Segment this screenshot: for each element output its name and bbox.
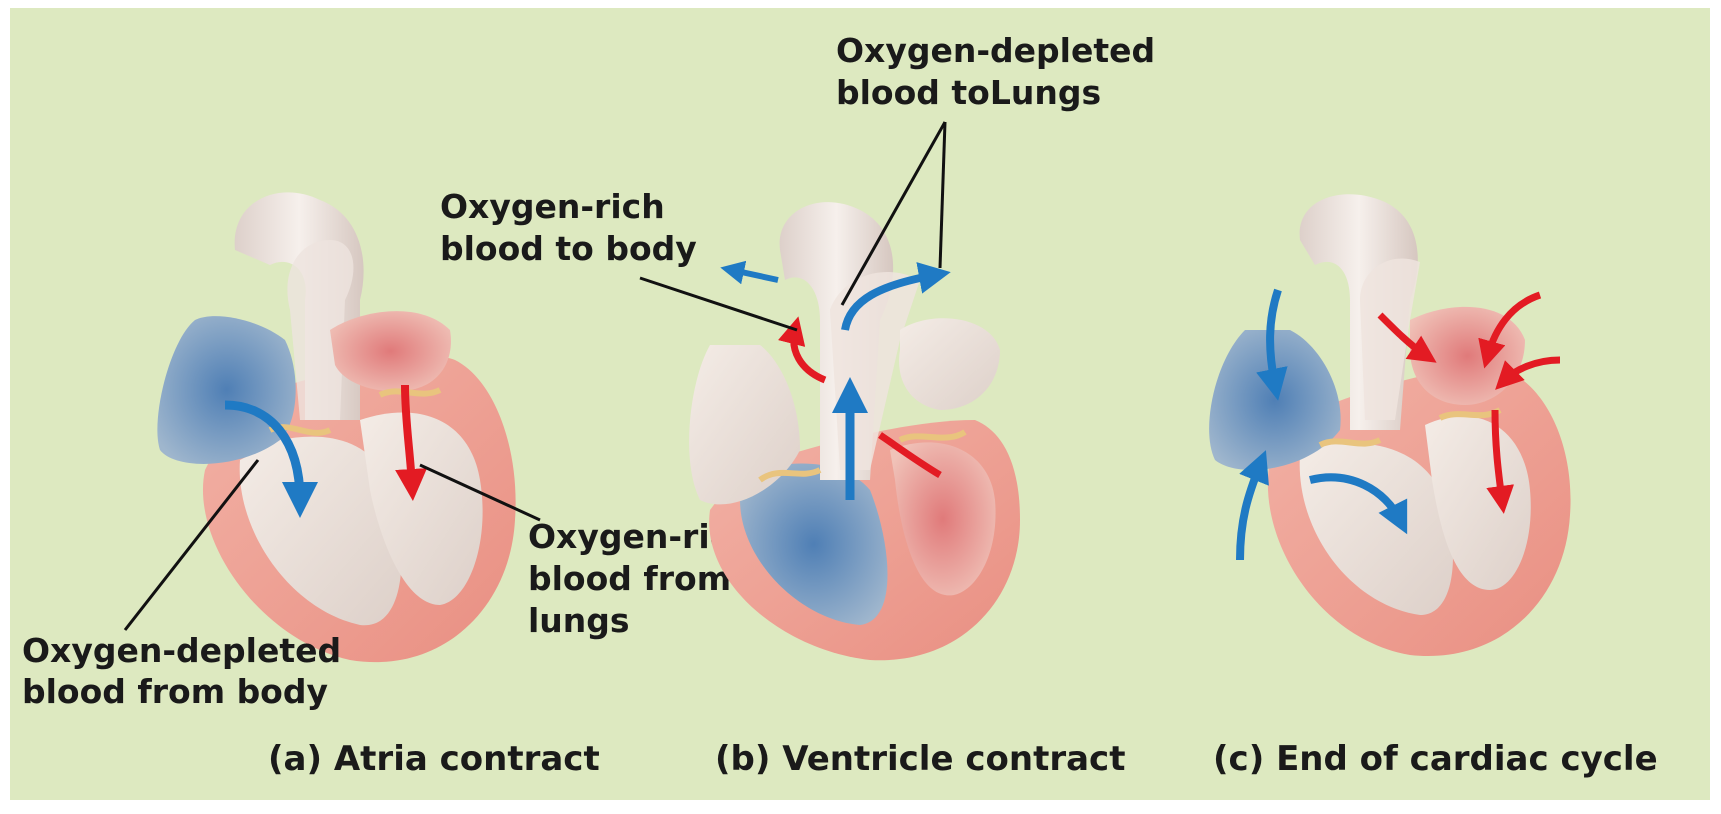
label-rich-from-lungs-line3: lungs: [528, 601, 630, 640]
caption-ventricle-contract: (b) Ventricle contract: [715, 739, 1125, 779]
caption-atria-contract: (a) Atria contract: [268, 739, 600, 779]
label-depleted-from-body-line2: blood from body: [22, 672, 328, 711]
label-rich-to-body-line1: Oxygen-rich: [440, 187, 665, 226]
tricuspid-valve: [1320, 440, 1380, 445]
mitral-valve: [380, 390, 440, 395]
label-depleted-to-lungs-line1: Oxygen-depleted: [836, 31, 1155, 70]
label-depleted-to-lungs-line2: blood toLungs: [836, 73, 1101, 112]
panel-c-labels: (c) End of cardiac cycle: [1213, 739, 1658, 779]
caption-end-of-cardiac-cycle: (c) End of cardiac cycle: [1213, 739, 1658, 779]
label-depleted-from-body-line1: Oxygen-depleted: [22, 631, 341, 670]
label-rich-to-body-line2: blood to body: [440, 229, 697, 268]
label-rich-from-lungs-line2: blood from: [528, 559, 731, 598]
